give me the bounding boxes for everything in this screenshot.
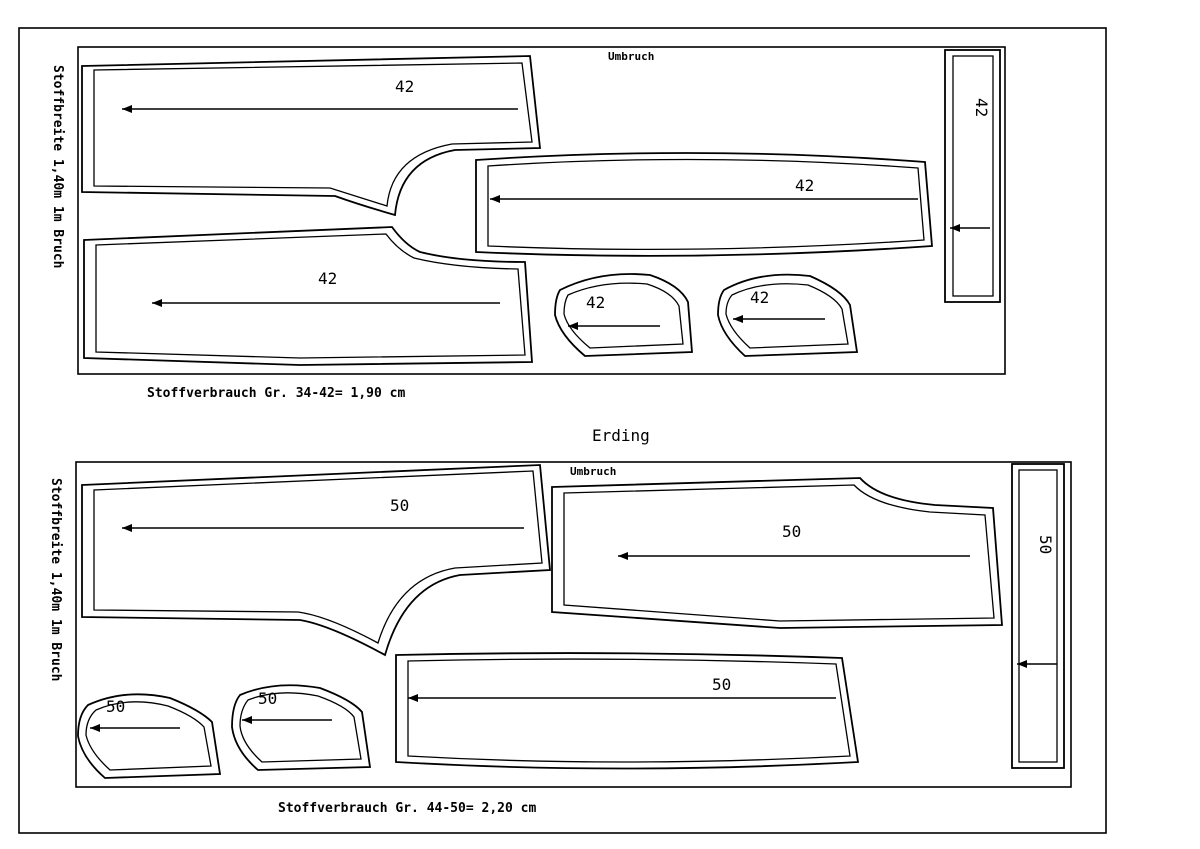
grain-arrow-icon [242, 716, 252, 724]
grain-arrow-icon [122, 105, 132, 113]
pattern-piece: 50 [77, 693, 222, 779]
pattern-piece: 50 [231, 684, 372, 771]
size-label: 42 [972, 98, 991, 117]
fabric-area-top [77, 46, 1006, 375]
pattern-piece: 50 [551, 477, 1003, 629]
fold-label: Umbruch [608, 50, 654, 63]
size-label: 42 [586, 293, 605, 312]
pattern-piece: 42 [717, 273, 859, 357]
grain-arrow-icon [152, 299, 162, 307]
size-label: 42 [750, 288, 769, 307]
fabric-width-label: Stoffbreite 1,40m 1m Bruch [50, 65, 65, 269]
fabric-area-bottom [75, 461, 1072, 788]
fabric-width-label: Stoffbreite 1,40m 1m Bruch [48, 478, 63, 682]
size-label: 50 [782, 522, 801, 541]
size-label: 50 [258, 689, 277, 708]
layout-top: Umbruch Stoffbreite 1,40m 1m Bruch 42 42… [50, 46, 1006, 375]
pattern-piece: 42 [81, 55, 542, 217]
size-label: 42 [318, 269, 337, 288]
pattern-piece: 42 [554, 273, 693, 357]
pattern-piece: 42 [83, 226, 533, 366]
grain-arrow-icon [408, 694, 418, 702]
fabric-consumption: Stoffverbrauch Gr. 44-50= 2,20 cm [278, 801, 536, 816]
grain-arrow-icon [618, 552, 628, 560]
grain-arrow-icon [568, 322, 578, 330]
size-label: 42 [795, 176, 814, 195]
page-frame [18, 27, 1107, 834]
grain-arrow-icon [733, 315, 743, 323]
pattern-piece: 50 [395, 652, 860, 770]
size-label: 50 [390, 496, 409, 515]
fold-label: Umbruch [570, 465, 616, 478]
pattern-title: Erding [592, 426, 650, 445]
pattern-piece: 42 [944, 49, 1001, 303]
size-label: 50 [1036, 535, 1055, 554]
grain-arrow-icon [950, 224, 960, 232]
grain-arrow-icon [90, 724, 100, 732]
size-label: 42 [395, 77, 414, 96]
pattern-piece: 50 [1011, 463, 1065, 769]
pattern-piece: 50 [81, 464, 551, 657]
size-label: 50 [106, 697, 125, 716]
pattern-piece: 42 [475, 152, 933, 257]
grain-arrow-icon [1017, 660, 1027, 668]
layout-bottom: Umbruch Stoffbreite 1,40m 1m Bruch 50 50… [48, 461, 1072, 788]
grain-arrow-icon [122, 524, 132, 532]
size-label: 50 [712, 675, 731, 694]
grain-arrow-icon [490, 195, 500, 203]
fabric-consumption: Stoffverbrauch Gr. 34-42= 1,90 cm [147, 386, 405, 401]
